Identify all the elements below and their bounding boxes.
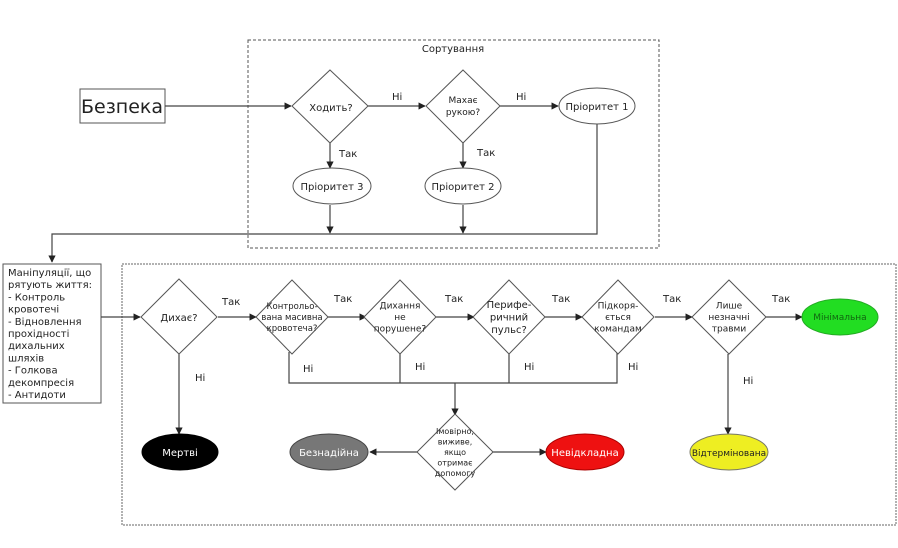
waves-decision[interactable]: Махає рукою? (425, 69, 501, 144)
edge-label-no: Ні (415, 361, 425, 373)
outcome-immediate-label: Невідкладна (551, 447, 618, 459)
airway-decision-shape (363, 279, 437, 355)
waves-label-line1: Махає (448, 96, 477, 106)
edge-label-yes: Так (476, 148, 495, 159)
breathing-decision[interactable]: Дихає? (140, 278, 218, 355)
pulse-decision-shape (472, 279, 546, 355)
safety-node[interactable]: Безпека (79, 88, 166, 124)
edge-label-no: Ні (628, 361, 638, 373)
priority-2-label: Пріоритет 2 (432, 181, 495, 193)
survival-decision-shape (416, 413, 494, 491)
airway-decision-label: не (394, 313, 406, 323)
priority-3-label: Пріоритет 3 (301, 181, 364, 193)
bleeding-decision-label: вана масивна (261, 313, 322, 323)
minor-injuries-decision-label: Лише (716, 302, 743, 312)
survival-decision-label: виживе, (438, 437, 473, 446)
edge-label-yes: Так (338, 149, 357, 160)
outcome-expectant-shape (289, 433, 369, 471)
priority-2-node[interactable]: Пріоритет 2 (424, 167, 502, 205)
assessment-container (121, 263, 897, 526)
edge-label-no: Ні (195, 372, 205, 384)
edge-no-merge-bus (288, 352, 618, 384)
commands-decision-label: командам (594, 325, 642, 335)
lifesaving-line: прохідності (8, 328, 69, 340)
breathing-label: Дихає? (160, 313, 197, 324)
edge-label-no: Ні (303, 363, 313, 375)
edge-label-yes: Так (444, 294, 463, 305)
edge-label-no: Ні (392, 91, 402, 103)
priority-1-label: Пріоритет 1 (566, 101, 629, 113)
outcome-expectant-label: Безнадійна (299, 447, 359, 459)
lifesaving-line: декомпресія (8, 377, 74, 389)
waves-label-line2: рукою? (446, 108, 481, 118)
commands-decision[interactable]: Підкоря-ється командам (581, 279, 655, 355)
bleeding-decision-shape (255, 279, 329, 355)
lifesaving-line: шляхів (8, 352, 44, 364)
edge-label-yes: Так (662, 294, 681, 305)
airway-decision-label: порушене? (374, 325, 427, 335)
outcome-expectant[interactable]: Безнадійна (289, 433, 369, 471)
edge-label-yes: Так (551, 294, 570, 305)
sorting-container-label: Сортування (422, 44, 484, 55)
lifesaving-line: рятують життя: (8, 280, 92, 291)
edge-label-no: Ні (516, 91, 526, 103)
edge-label-yes: Так (333, 294, 352, 305)
pulse-decision-label: Перифе- (487, 300, 532, 311)
walks-label: Ходить? (309, 103, 352, 114)
walks-decision[interactable]: Ходить? (291, 69, 369, 144)
commands-decision-label: ється (605, 313, 631, 323)
minor-injuries-decision-label: травми (712, 325, 747, 335)
outcome-immediate-shape (545, 433, 625, 471)
lifesaving-line: кровотечі (8, 304, 59, 316)
pulse-decision-label: ричний (490, 313, 528, 324)
minor-injuries-decision-label: незначні (708, 313, 749, 323)
commands-decision-shape (581, 279, 655, 355)
sorting-container (247, 39, 660, 249)
lifesaving-line: дихальних (8, 341, 65, 352)
minor-injuries-decision-shape (691, 279, 767, 355)
survival-decision-label: допомогу (435, 469, 476, 478)
priority-3-node[interactable]: Пріоритет 3 (292, 167, 372, 205)
outcome-delayed-shape (689, 433, 769, 471)
outcome-dead-label: Мертві (162, 447, 198, 459)
outcome-minimal-shape (801, 298, 879, 336)
survival-decision-label: Імовірно, (436, 427, 474, 436)
outcome-delayed-label: Відтермінована (692, 449, 766, 459)
survival-decision-label: якщо (444, 448, 466, 457)
survival-decision-label: отримає (437, 458, 472, 467)
commands-decision-label: Підкоря- (598, 302, 639, 312)
safety-label: Безпека (81, 96, 163, 118)
lifesaving-line: - Контроль (8, 292, 65, 303)
edge-label-no: Ні (743, 375, 753, 387)
lifesaving-line: Маніпуляції, що (8, 267, 91, 279)
bleeding-decision-label: Контрольо- (266, 302, 317, 312)
pulse-decision-label: пульс? (491, 325, 527, 336)
edge-label-no: Ні (524, 361, 534, 373)
airway-decision-label: Дихання (380, 302, 421, 312)
lifesaving-line: - Голкова (8, 366, 58, 377)
outcome-dead-shape (141, 433, 219, 471)
outcome-minimal[interactable]: Мінімальна (801, 298, 879, 336)
lifesaving-line: - Антидоти (8, 390, 66, 401)
bleeding-decision-label: кровотеча? (267, 324, 318, 334)
priority-1-node[interactable]: Пріоритет 1 (558, 87, 636, 125)
outcome-minimal-label: Мінімальна (813, 313, 866, 323)
lifesaving-line: - Відновлення (8, 316, 82, 328)
edge-label-yes: Так (221, 297, 240, 308)
edge-label-yes: Так (771, 294, 790, 305)
outcome-dead[interactable]: Мертві (141, 433, 219, 471)
edge-p1-lifesaving (48, 124, 598, 263)
outcome-immediate[interactable]: Невідкладна (545, 433, 625, 471)
outcome-delayed[interactable]: Відтермінована (689, 433, 769, 471)
